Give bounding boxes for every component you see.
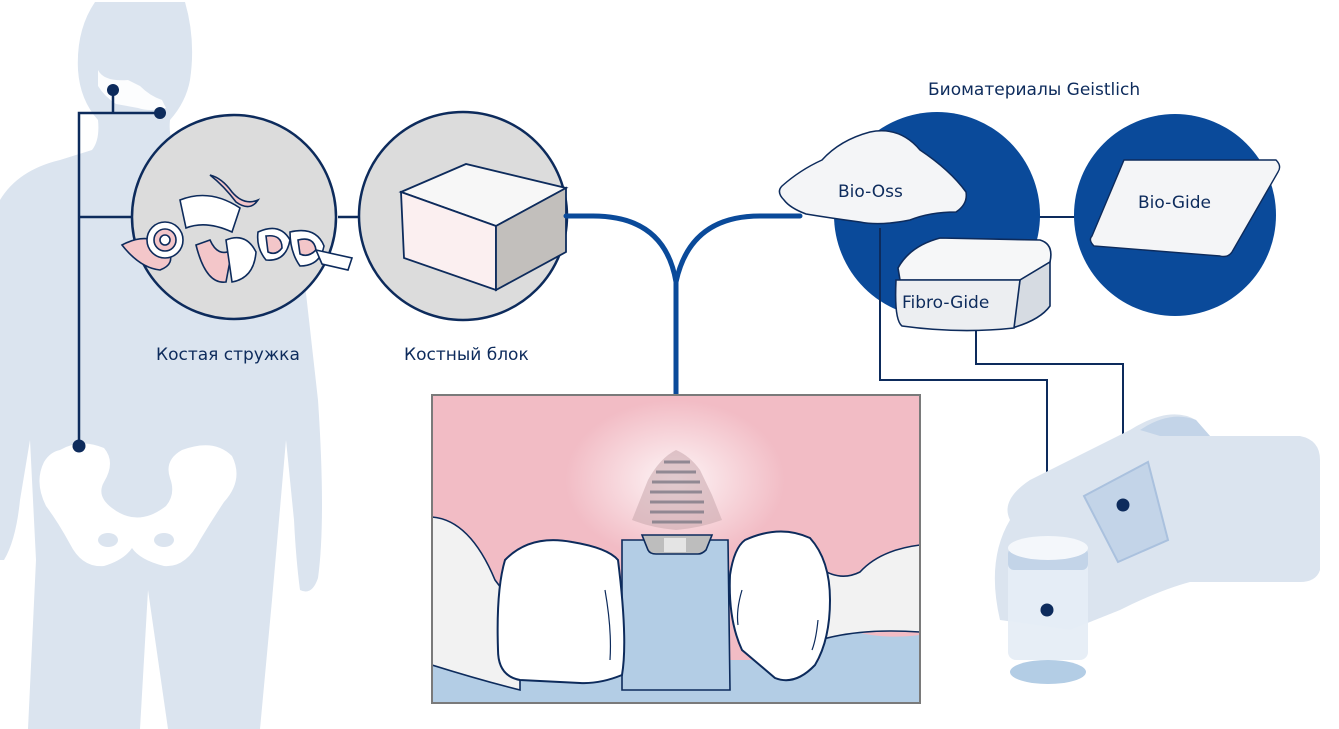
bio-oss-label: Bio-Oss [838,182,903,202]
fibro-gide-label: Fibro-Gide [902,293,989,313]
hand-with-products [994,414,1320,684]
implant-site-illustration [431,394,921,704]
granules-pile-icon [778,130,968,225]
chin-donor-dot [107,84,119,96]
biomaterials-heading: Биоматериалы Geistlich [928,80,1140,100]
bone-chips-icon [120,113,354,321]
vial-product-dot [1040,603,1054,617]
membrane-product-dot [1116,498,1130,512]
collagen-matrix-icon [894,237,1052,332]
ramus-donor-dot [154,107,166,119]
hip-donor-dot [72,439,86,453]
bone-block-label: Костный блок [404,345,529,365]
bio-gide-label: Bio-Gide [1138,193,1211,213]
bone-chips-label: Костая стружка [156,345,300,365]
membrane-icon [1089,159,1281,258]
bone-block-icon [357,110,569,322]
